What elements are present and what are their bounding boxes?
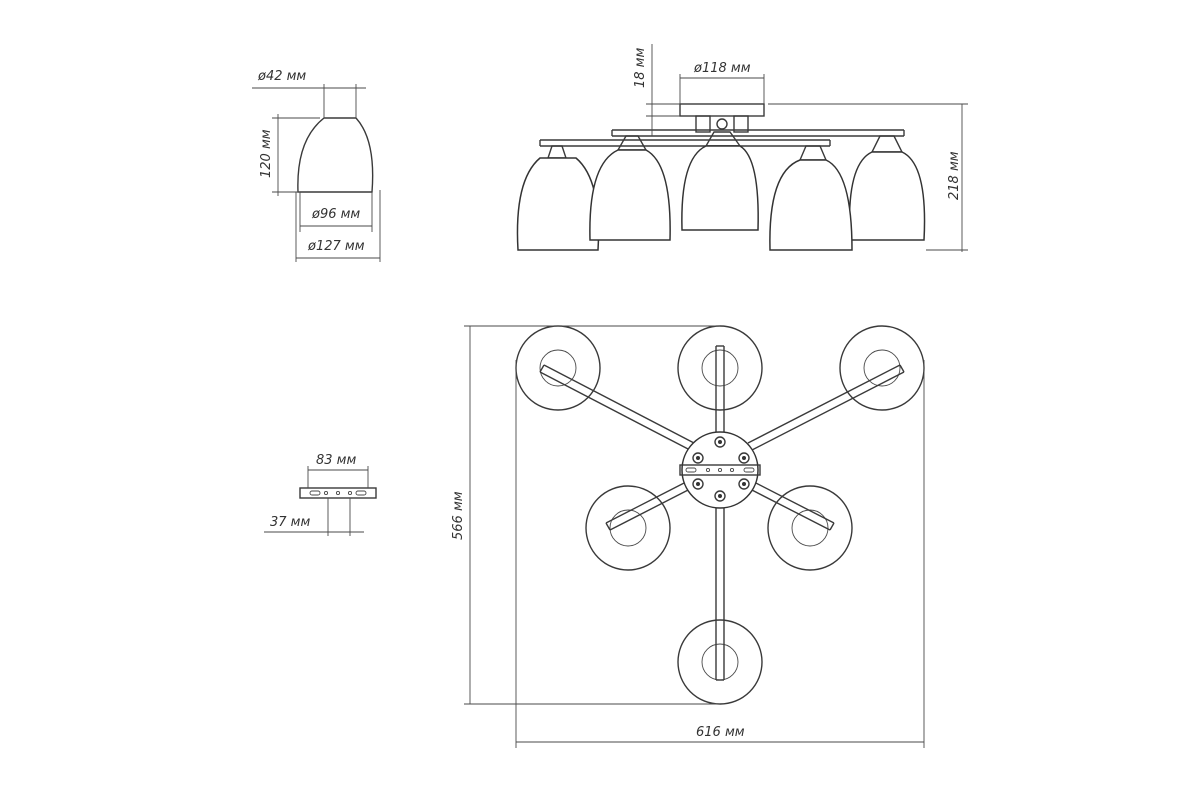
shade-outline: [297, 117, 374, 193]
side-shade-3: [681, 131, 759, 231]
central-hub: [681, 431, 759, 509]
plate-thickness-label: 18 мм: [633, 48, 648, 88]
top-view-width-label: 616 мм: [696, 725, 745, 740]
top-shade-ring-6: [677, 619, 763, 705]
side-shade-1: [516, 145, 600, 251]
mounting-bracket-view: 83 мм 37 мм: [264, 453, 377, 536]
shade-height-label: 120 мм: [259, 129, 274, 178]
total-height-label: 218 мм: [947, 151, 962, 200]
mounting-bracket: [299, 487, 377, 499]
shade-top-diameter-label: ø42 мм: [257, 69, 306, 84]
side-view: 18 мм ø118 мм 218 мм: [516, 44, 968, 252]
bracket-width-label: 83 мм: [316, 453, 356, 468]
shade-outer-diameter-label: ø127 мм: [307, 239, 365, 254]
side-shade-2: [589, 135, 671, 241]
top-shade-ring-4: [585, 485, 671, 571]
side-shade-5: [848, 135, 926, 241]
bracket-offset-label: 37 мм: [270, 515, 310, 530]
top-shade-ring-2: [677, 325, 763, 411]
plate-diameter-label: ø118 мм: [693, 61, 751, 76]
shade-detail-view: ø42 мм 120 мм ø96 мм ø127 мм: [252, 69, 381, 262]
top-view: 566 мм 616 мм: [451, 325, 925, 748]
top-view-height-label: 566 мм: [451, 491, 466, 540]
ceiling-plate: [679, 103, 765, 117]
top-shade-ring-5: [767, 485, 853, 571]
shade-inner-diameter-label: ø96 мм: [311, 207, 360, 222]
hub-screws: [692, 436, 750, 502]
top-shade-ring-3: [839, 325, 925, 411]
side-shade-4: [769, 145, 853, 251]
